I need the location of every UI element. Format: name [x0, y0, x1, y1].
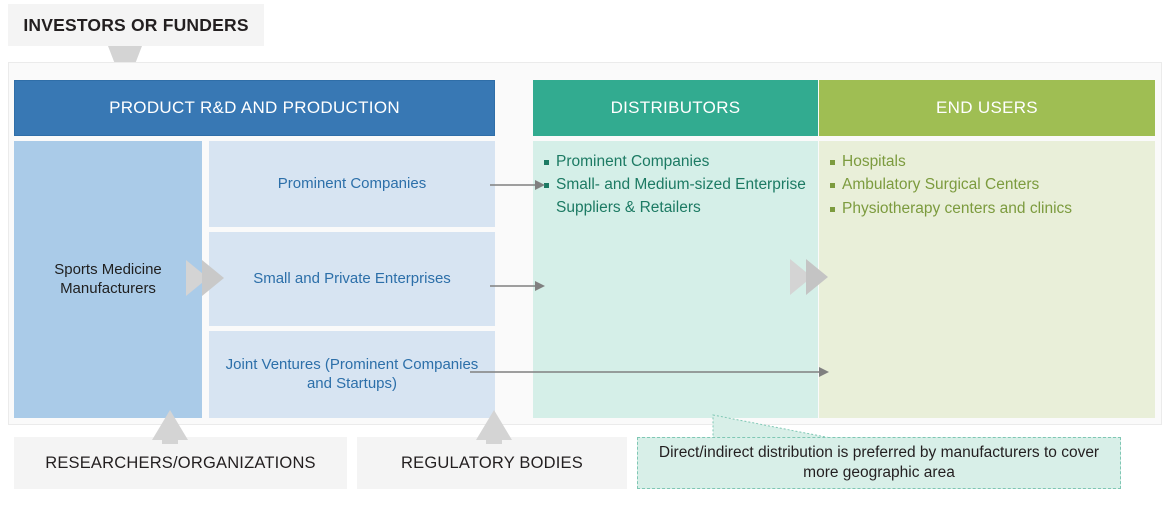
panel-end-users-list: Hospitals Ambulatory Surgical Centers Ph…	[819, 141, 1155, 418]
box-prominent-companies-label: Prominent Companies	[277, 174, 427, 192]
column-header-end-users: END USERS	[819, 80, 1155, 136]
box-small-private-enterprises-label: Small and Private Enterprises	[253, 269, 451, 287]
distributors-list: Prominent Companies Small- and Medium-si…	[543, 151, 810, 219]
column-header-distributors: DISTRIBUTORS	[533, 80, 818, 136]
box-prominent-companies: Prominent Companies	[209, 141, 495, 227]
box-sports-medicine-manufacturers: Sports Medicine Manufacturers	[14, 141, 202, 418]
list-item: Physiotherapy centers and clinics	[829, 198, 1147, 220]
column-header-rnd-label: PRODUCT R&D AND PRODUCTION	[109, 98, 400, 117]
panel-distributors-list: Prominent Companies Small- and Medium-si…	[533, 141, 818, 418]
callout-text: Direct/indirect distribution is preferre…	[658, 443, 1100, 481]
tag-researchers-label: RESEARCHERS/ORGANIZATIONS	[45, 453, 316, 472]
tag-investors-label: INVESTORS OR FUNDERS	[23, 14, 249, 35]
tag-regulatory-label: REGULATORY BODIES	[401, 453, 583, 472]
list-item: Hospitals	[829, 151, 1147, 173]
tag-regulatory-bodies: REGULATORY BODIES	[357, 437, 627, 489]
column-header-product-rnd: PRODUCT R&D AND PRODUCTION	[14, 80, 495, 136]
tag-investors-or-funders: INVESTORS OR FUNDERS	[8, 4, 264, 46]
box-small-private-enterprises: Small and Private Enterprises	[209, 232, 495, 326]
box-joint-ventures-label: Joint Ventures (Prominent Companies and …	[225, 355, 479, 392]
box-manufacturers-label: Sports Medicine Manufacturers	[54, 261, 162, 297]
list-item: Prominent Companies	[543, 151, 810, 173]
tag-researchers-organizations: RESEARCHERS/ORGANIZATIONS	[14, 437, 347, 489]
callout-distribution-note: Direct/indirect distribution is preferre…	[637, 437, 1121, 489]
list-item: Small- and Medium-sized Enterprise Suppl…	[543, 174, 810, 219]
end-users-list: Hospitals Ambulatory Surgical Centers Ph…	[829, 151, 1147, 220]
list-item: Ambulatory Surgical Centers	[829, 174, 1147, 196]
column-header-distributors-label: DISTRIBUTORS	[610, 98, 741, 117]
box-joint-ventures: Joint Ventures (Prominent Companies and …	[209, 331, 495, 418]
column-header-end-users-label: END USERS	[936, 98, 1038, 117]
